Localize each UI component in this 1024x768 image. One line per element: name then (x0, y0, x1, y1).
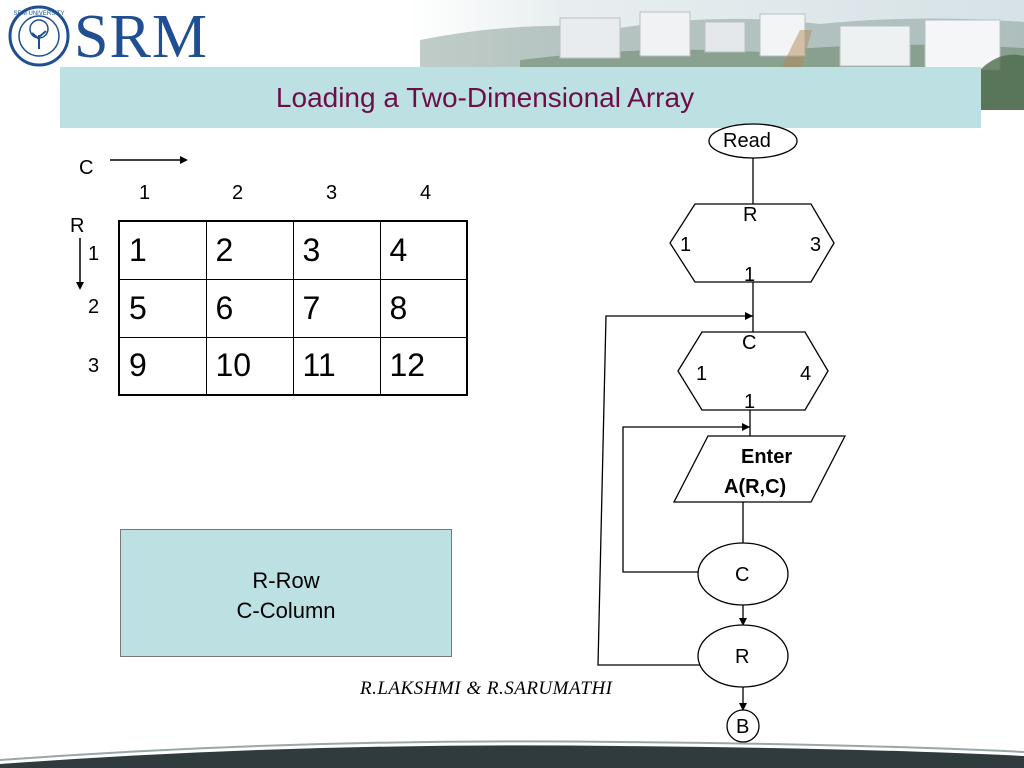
row-loop-start: 1 (680, 234, 691, 256)
legend-column-label: C-Column (121, 596, 451, 626)
bottom-swoosh-decoration (0, 720, 1024, 768)
page-title: Loading a Two-Dimensional Array (0, 82, 970, 114)
matrix-row: 9 10 11 12 (119, 337, 467, 395)
svg-text:SRM UNIVERSITY: SRM UNIVERSITY (13, 11, 64, 17)
column-loop-step: 1 (744, 391, 755, 413)
start-label: Read (723, 130, 771, 152)
row-number: 2 (88, 296, 99, 318)
matrix-cell: 3 (293, 221, 380, 279)
column-number: 4 (420, 182, 431, 204)
matrix-cell: 7 (293, 279, 380, 337)
matrix-row: 1 2 3 4 (119, 221, 467, 279)
university-seal-logo: SRM UNIVERSITY (8, 5, 70, 72)
row-loop-step: 1 (744, 264, 755, 286)
matrix-cell: 10 (206, 337, 293, 395)
matrix-cell: 11 (293, 337, 380, 395)
matrix-cell: 12 (380, 337, 467, 395)
column-loop-end: 4 (800, 363, 811, 385)
input-label-line2: A(R,C) (724, 476, 786, 498)
matrix-cell: 9 (119, 337, 206, 395)
matrix-cell: 4 (380, 221, 467, 279)
row-number: 3 (88, 355, 99, 377)
matrix-row: 5 6 7 8 (119, 279, 467, 337)
footer-authors: R.LAKSHMI & R.SARUMATHI (360, 678, 613, 700)
column-number: 3 (326, 182, 337, 204)
matrix-cell: 1 (119, 221, 206, 279)
array-matrix: 1 2 3 4 5 6 7 8 9 10 11 12 (118, 220, 468, 396)
column-loop-var: C (742, 332, 756, 354)
row-end-label: R (735, 646, 749, 668)
row-loop-end: 3 (810, 234, 821, 256)
row-number: 1 (88, 243, 99, 265)
input-label-line1: Enter (741, 446, 792, 468)
column-axis-label: C (79, 157, 93, 179)
legend-box: R-Row C-Column (120, 529, 452, 657)
column-number: 2 (232, 182, 243, 204)
flowchart (560, 120, 860, 745)
matrix-cell: 5 (119, 279, 206, 337)
column-direction-arrow (108, 153, 192, 169)
column-number: 1 (139, 182, 150, 204)
row-axis-label: R (70, 215, 84, 237)
logo-text: SRM (74, 4, 208, 70)
row-direction-arrow (72, 236, 88, 294)
matrix-cell: 8 (380, 279, 467, 337)
row-loop-var: R (743, 204, 757, 226)
legend-row-label: R-Row (121, 566, 451, 596)
column-end-label: C (735, 564, 749, 586)
column-loop-start: 1 (696, 363, 707, 385)
matrix-cell: 2 (206, 221, 293, 279)
matrix-cell: 6 (206, 279, 293, 337)
